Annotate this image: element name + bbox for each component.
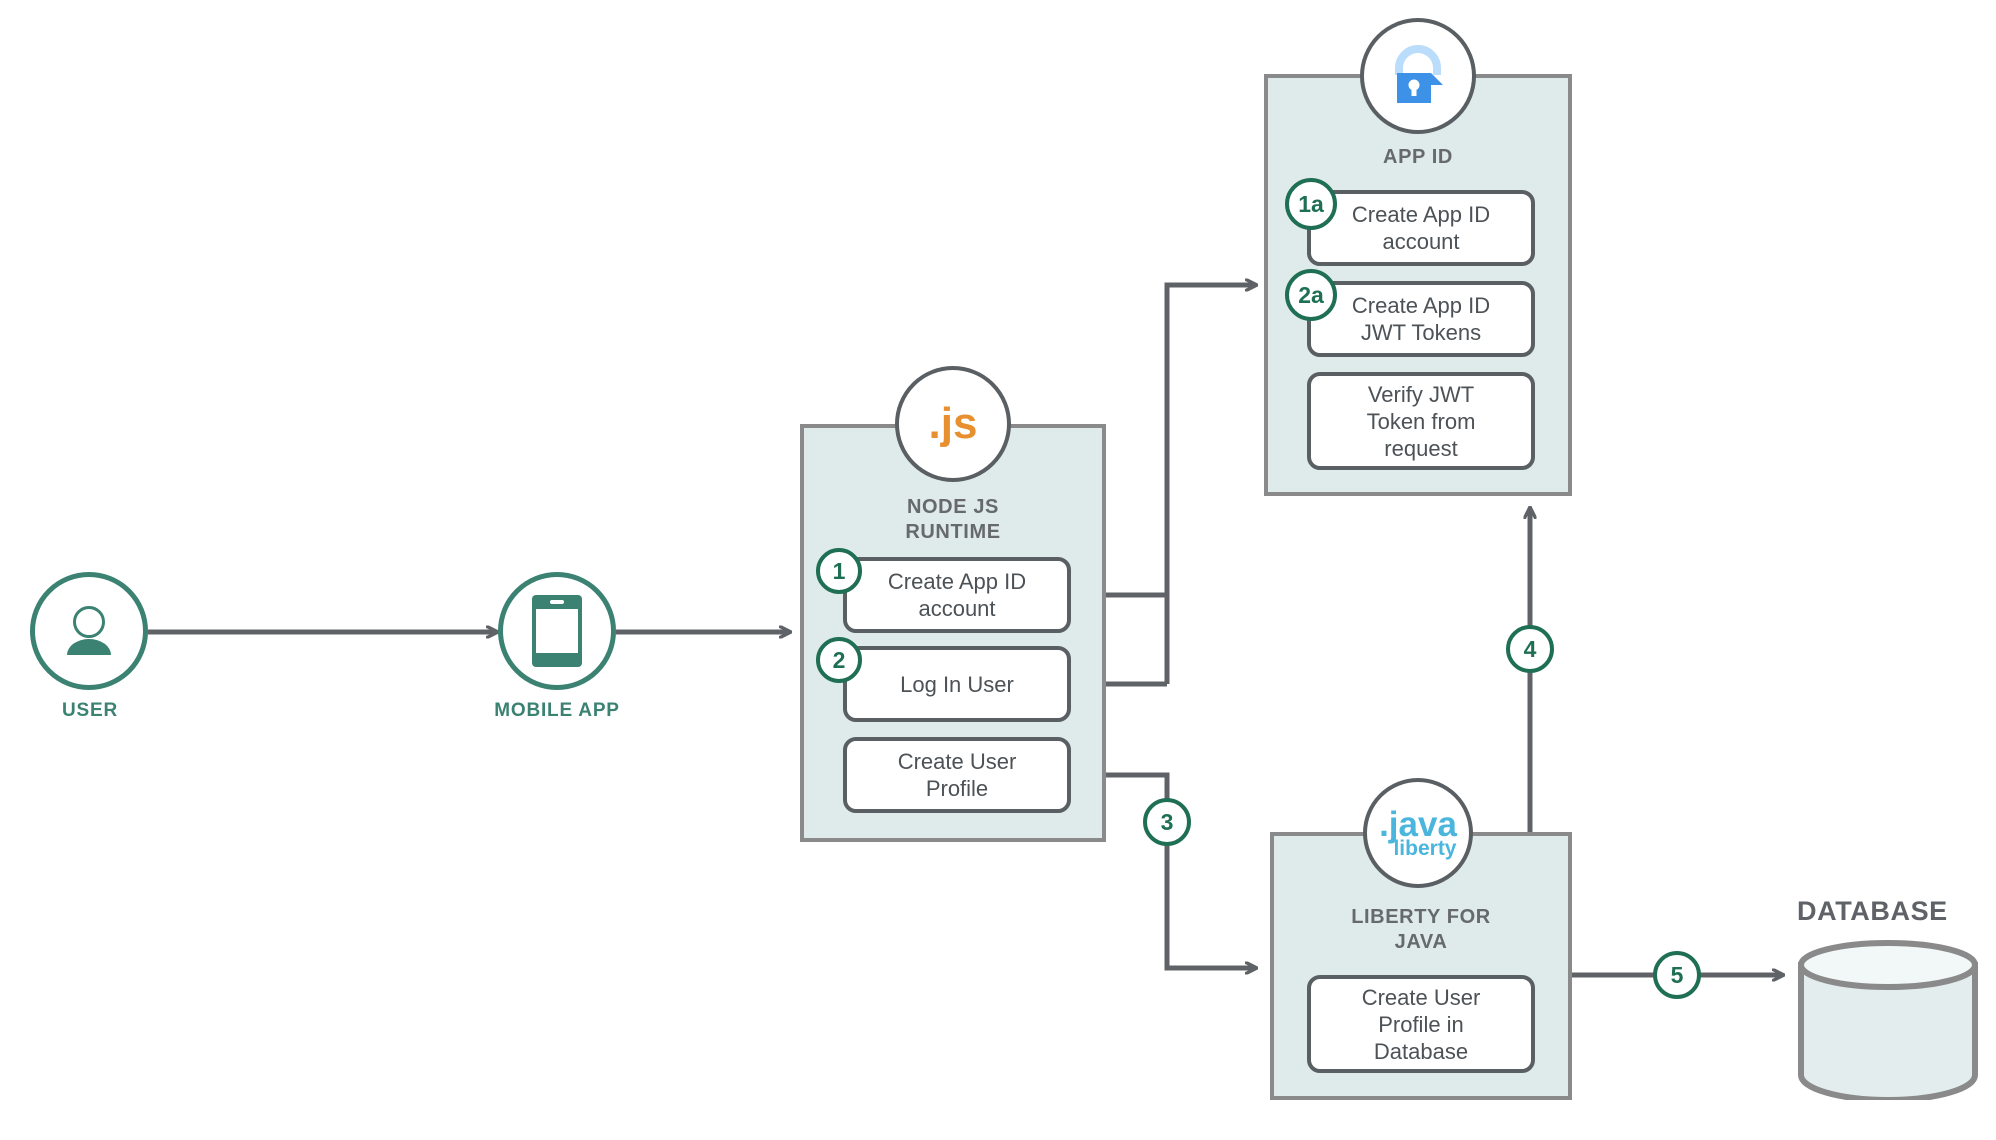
card-line: account <box>918 596 996 621</box>
card-line: Create User <box>897 749 1017 774</box>
card-line: Create App ID <box>887 569 1027 594</box>
card-appid-create-jwt-tokens[interactable]: Create App ID JWT Tokens <box>1307 281 1535 357</box>
card-line: Profile in <box>1378 1011 1464 1037</box>
card-line: Database <box>1373 1038 1469 1064</box>
database-cylinder-icon <box>1798 940 1978 1100</box>
nodejs-js-logo-icon: .js <box>895 366 1011 482</box>
mobile-phone-icon <box>532 595 582 667</box>
database-label: DATABASE <box>1797 896 1948 926</box>
actor-user[interactable] <box>30 572 148 690</box>
flow-step-badge-5: 5 <box>1653 951 1701 999</box>
card-line: account <box>1382 229 1460 254</box>
actor-user-label: USER <box>62 700 118 721</box>
card-line: Log In User <box>900 671 1014 697</box>
step-badge-2: 2 <box>816 637 862 683</box>
card-line: request <box>1384 435 1458 461</box>
step-badge-1a: 1a <box>1285 178 1337 230</box>
app-id-padlock-icon <box>1360 18 1476 134</box>
zone-nodejs-title-line1: NODE JS <box>906 496 999 518</box>
card-line: Profile <box>925 776 989 801</box>
actor-mobile-app[interactable] <box>498 572 616 690</box>
card-line: JWT Tokens <box>1360 320 1482 345</box>
zone-nodejs-title-line2: RUNTIME <box>905 521 1001 543</box>
flow-step-badge-4: 4 <box>1506 625 1554 673</box>
card-appid-verify-jwt-token[interactable]: Verify JWT Token from request <box>1307 372 1535 470</box>
card-appid-create-app-id-account[interactable]: Create App ID account <box>1307 190 1535 266</box>
card-liberty-create-user-profile-in-database[interactable]: Create User Profile in Database <box>1307 975 1535 1073</box>
java-liberty-logo-primary: .java <box>1379 805 1457 844</box>
step-badge-2a: 2a <box>1285 269 1337 321</box>
user-icon <box>67 606 111 655</box>
nodejs-logo-text: .js <box>928 399 978 448</box>
padlock-glyph-icon <box>1395 45 1443 103</box>
card-line: Token from <box>1366 408 1476 434</box>
actor-mobile-app-label: MOBILE APP <box>494 700 620 721</box>
card-line: Create App ID <box>1351 202 1491 227</box>
zone-liberty-title-line1: LIBERTY FOR <box>1351 906 1491 928</box>
zone-liberty-title-line2: JAVA <box>1394 931 1448 953</box>
card-nodejs-create-user-profile[interactable]: Create User Profile <box>843 737 1071 813</box>
java-liberty-logo-icon: .java liberty <box>1363 778 1473 888</box>
java-liberty-logo-secondary: liberty <box>1393 837 1457 860</box>
flow-step-badge-3: 3 <box>1143 798 1191 846</box>
zone-app-id-title-line1: APP ID <box>1383 146 1453 168</box>
zone-nodejs-title: NODE JS RUNTIME <box>800 495 1106 545</box>
card-line: Verify JWT <box>1367 381 1475 407</box>
card-nodejs-create-app-id-account[interactable]: Create App ID account <box>843 557 1071 633</box>
step-badge-1: 1 <box>816 548 862 594</box>
card-nodejs-log-in-user[interactable]: Log In User <box>843 646 1071 722</box>
wire-nodejs-to-appid <box>1164 285 1256 684</box>
card-line: Create User <box>1361 984 1481 1010</box>
card-line: Create App ID <box>1351 293 1491 318</box>
zone-liberty-title: LIBERTY FOR JAVA <box>1270 905 1572 955</box>
zone-app-id-title: APP ID <box>1264 145 1572 170</box>
